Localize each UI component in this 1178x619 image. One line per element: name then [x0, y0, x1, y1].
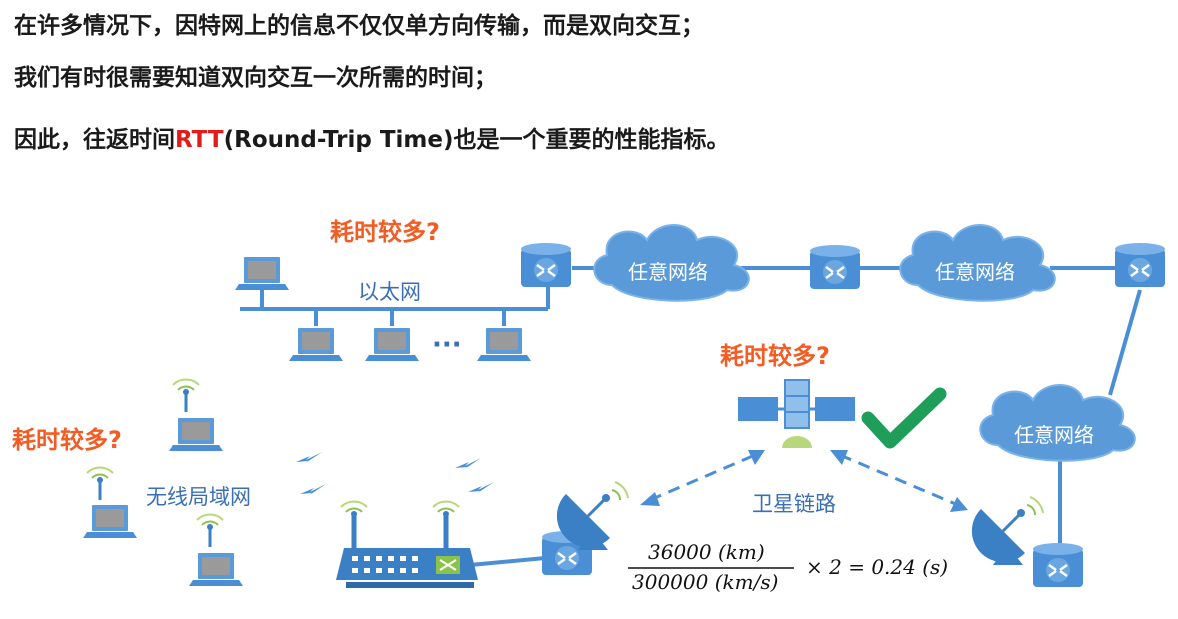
router-icon [1113, 241, 1167, 289]
satellite-dish-icon [970, 495, 1045, 567]
formula-denominator: 300000 (km/s) [632, 570, 779, 594]
line3-prefix: 因此，往返时间 [14, 127, 175, 153]
router-icon [1031, 541, 1085, 589]
satellite-icon [738, 379, 855, 448]
intro-line-3: 因此，往返时间RTT(Round-Trip Time)也是一个重要的性能指标。 [14, 120, 730, 154]
satellite-link-label: 卫星链路 [752, 492, 836, 516]
wlan-laptop-3 [189, 512, 243, 586]
line3-suffix: (Round-Trip Time)也是一个重要的性能指标。 [223, 127, 730, 153]
check-icon [861, 387, 947, 449]
wireless-ap-icon [336, 499, 478, 588]
satellite-links [649, 453, 959, 507]
formula-numerator: 36000 (km) [648, 540, 765, 564]
wlan-label: 无线局域网 [146, 485, 251, 509]
wlan-question: 耗时较多? [12, 426, 122, 454]
wlan-laptop-2 [83, 465, 137, 538]
lightning-icon [468, 482, 494, 494]
ethernet-laptop-3 [365, 328, 419, 361]
lightning-icon [296, 452, 322, 464]
cloud-label-3: 任意网络 [1014, 423, 1094, 447]
cloud-label-1: 任意网络 [628, 260, 708, 284]
cloud-label-2: 任意网络 [935, 260, 1015, 284]
router-icon [808, 243, 862, 291]
ethernet-label: 以太网 [358, 280, 421, 304]
formula-result: × 2 = 0.24 (s) [806, 555, 949, 579]
satellite-question: 耗时较多? [720, 342, 830, 370]
ethernet-question: 耗时较多? [330, 218, 440, 246]
lightning-icon [300, 484, 326, 496]
ethernet-ellipsis: ··· [432, 330, 462, 360]
ethernet-laptop-4 [477, 328, 531, 361]
ethernet-laptop-1 [235, 257, 289, 290]
intro-line-1: 在许多情况下，因特网上的信息不仅仅单方向传输，而是双向交互； [14, 13, 704, 39]
ethernet-laptop-2 [289, 328, 343, 361]
wlan-laptop-1 [169, 377, 223, 451]
router-icon [519, 241, 573, 289]
lightning-icon [455, 458, 481, 470]
rtt-term: RTT [175, 127, 224, 153]
intro-line-2: 我们有时很需要知道双向交互一次所需的时间； [14, 65, 497, 91]
